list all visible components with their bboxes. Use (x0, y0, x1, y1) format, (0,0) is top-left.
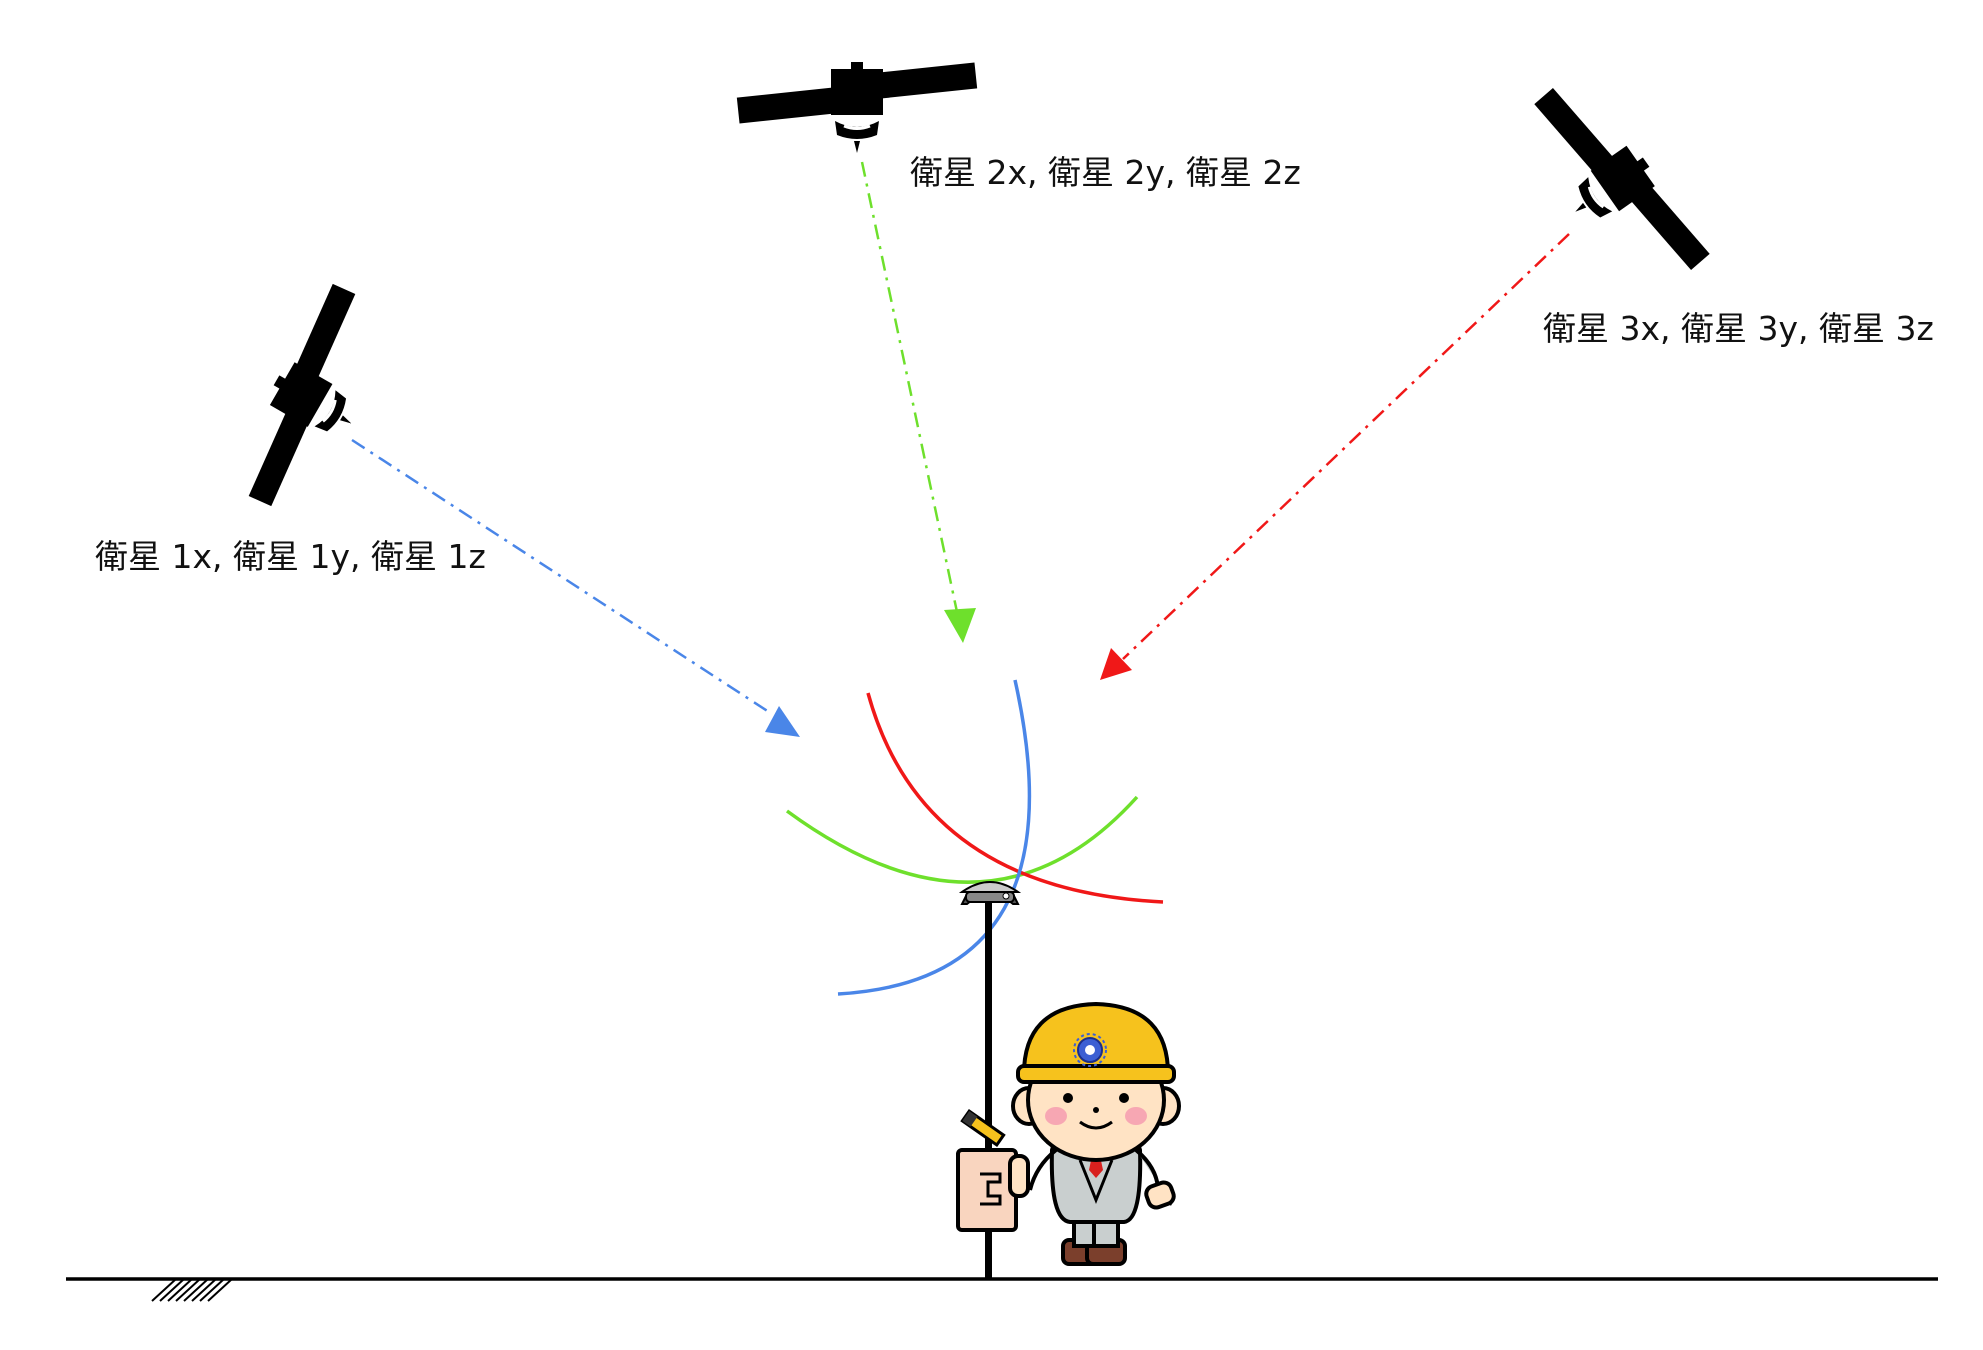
signal-arrow-2 (944, 608, 976, 643)
ground-hatching (151, 1278, 233, 1302)
satellite-2 (735, 60, 979, 643)
range-arc-blue (837, 679, 1032, 996)
signal-line-1 (351, 438, 773, 716)
surveyor-character-icon (956, 1001, 1181, 1266)
satellite-icon (1508, 67, 1714, 307)
signal-arrow-1 (765, 706, 800, 737)
range-arc-green (785, 795, 1139, 884)
field-controller-icon (956, 1148, 1030, 1232)
gnss-receiver-icon (958, 881, 1022, 905)
satellite-1 (217, 279, 800, 737)
survey-pole (958, 881, 1022, 1278)
signal-arrow-3 (1100, 648, 1132, 680)
satellite-3-label: 衛星 3x, 衛星 3y, 衛星 3z (1543, 309, 1934, 348)
satellite-1-label: 衛星 1x, 衛星 1y, 衛星 1z (95, 537, 486, 576)
range-arc-red (866, 692, 1164, 904)
satellite-icon (735, 60, 979, 155)
helmet-emblem-icon (1073, 1033, 1107, 1067)
pencil-icon (960, 1108, 1006, 1148)
signal-line-2 (860, 161, 959, 613)
satellite-icon (217, 279, 410, 524)
satellite-3 (1100, 67, 1714, 680)
satellite-2-label: 衛星 2x, 衛星 2y, 衛星 2z (910, 153, 1301, 192)
signal-line-3 (1122, 233, 1570, 660)
